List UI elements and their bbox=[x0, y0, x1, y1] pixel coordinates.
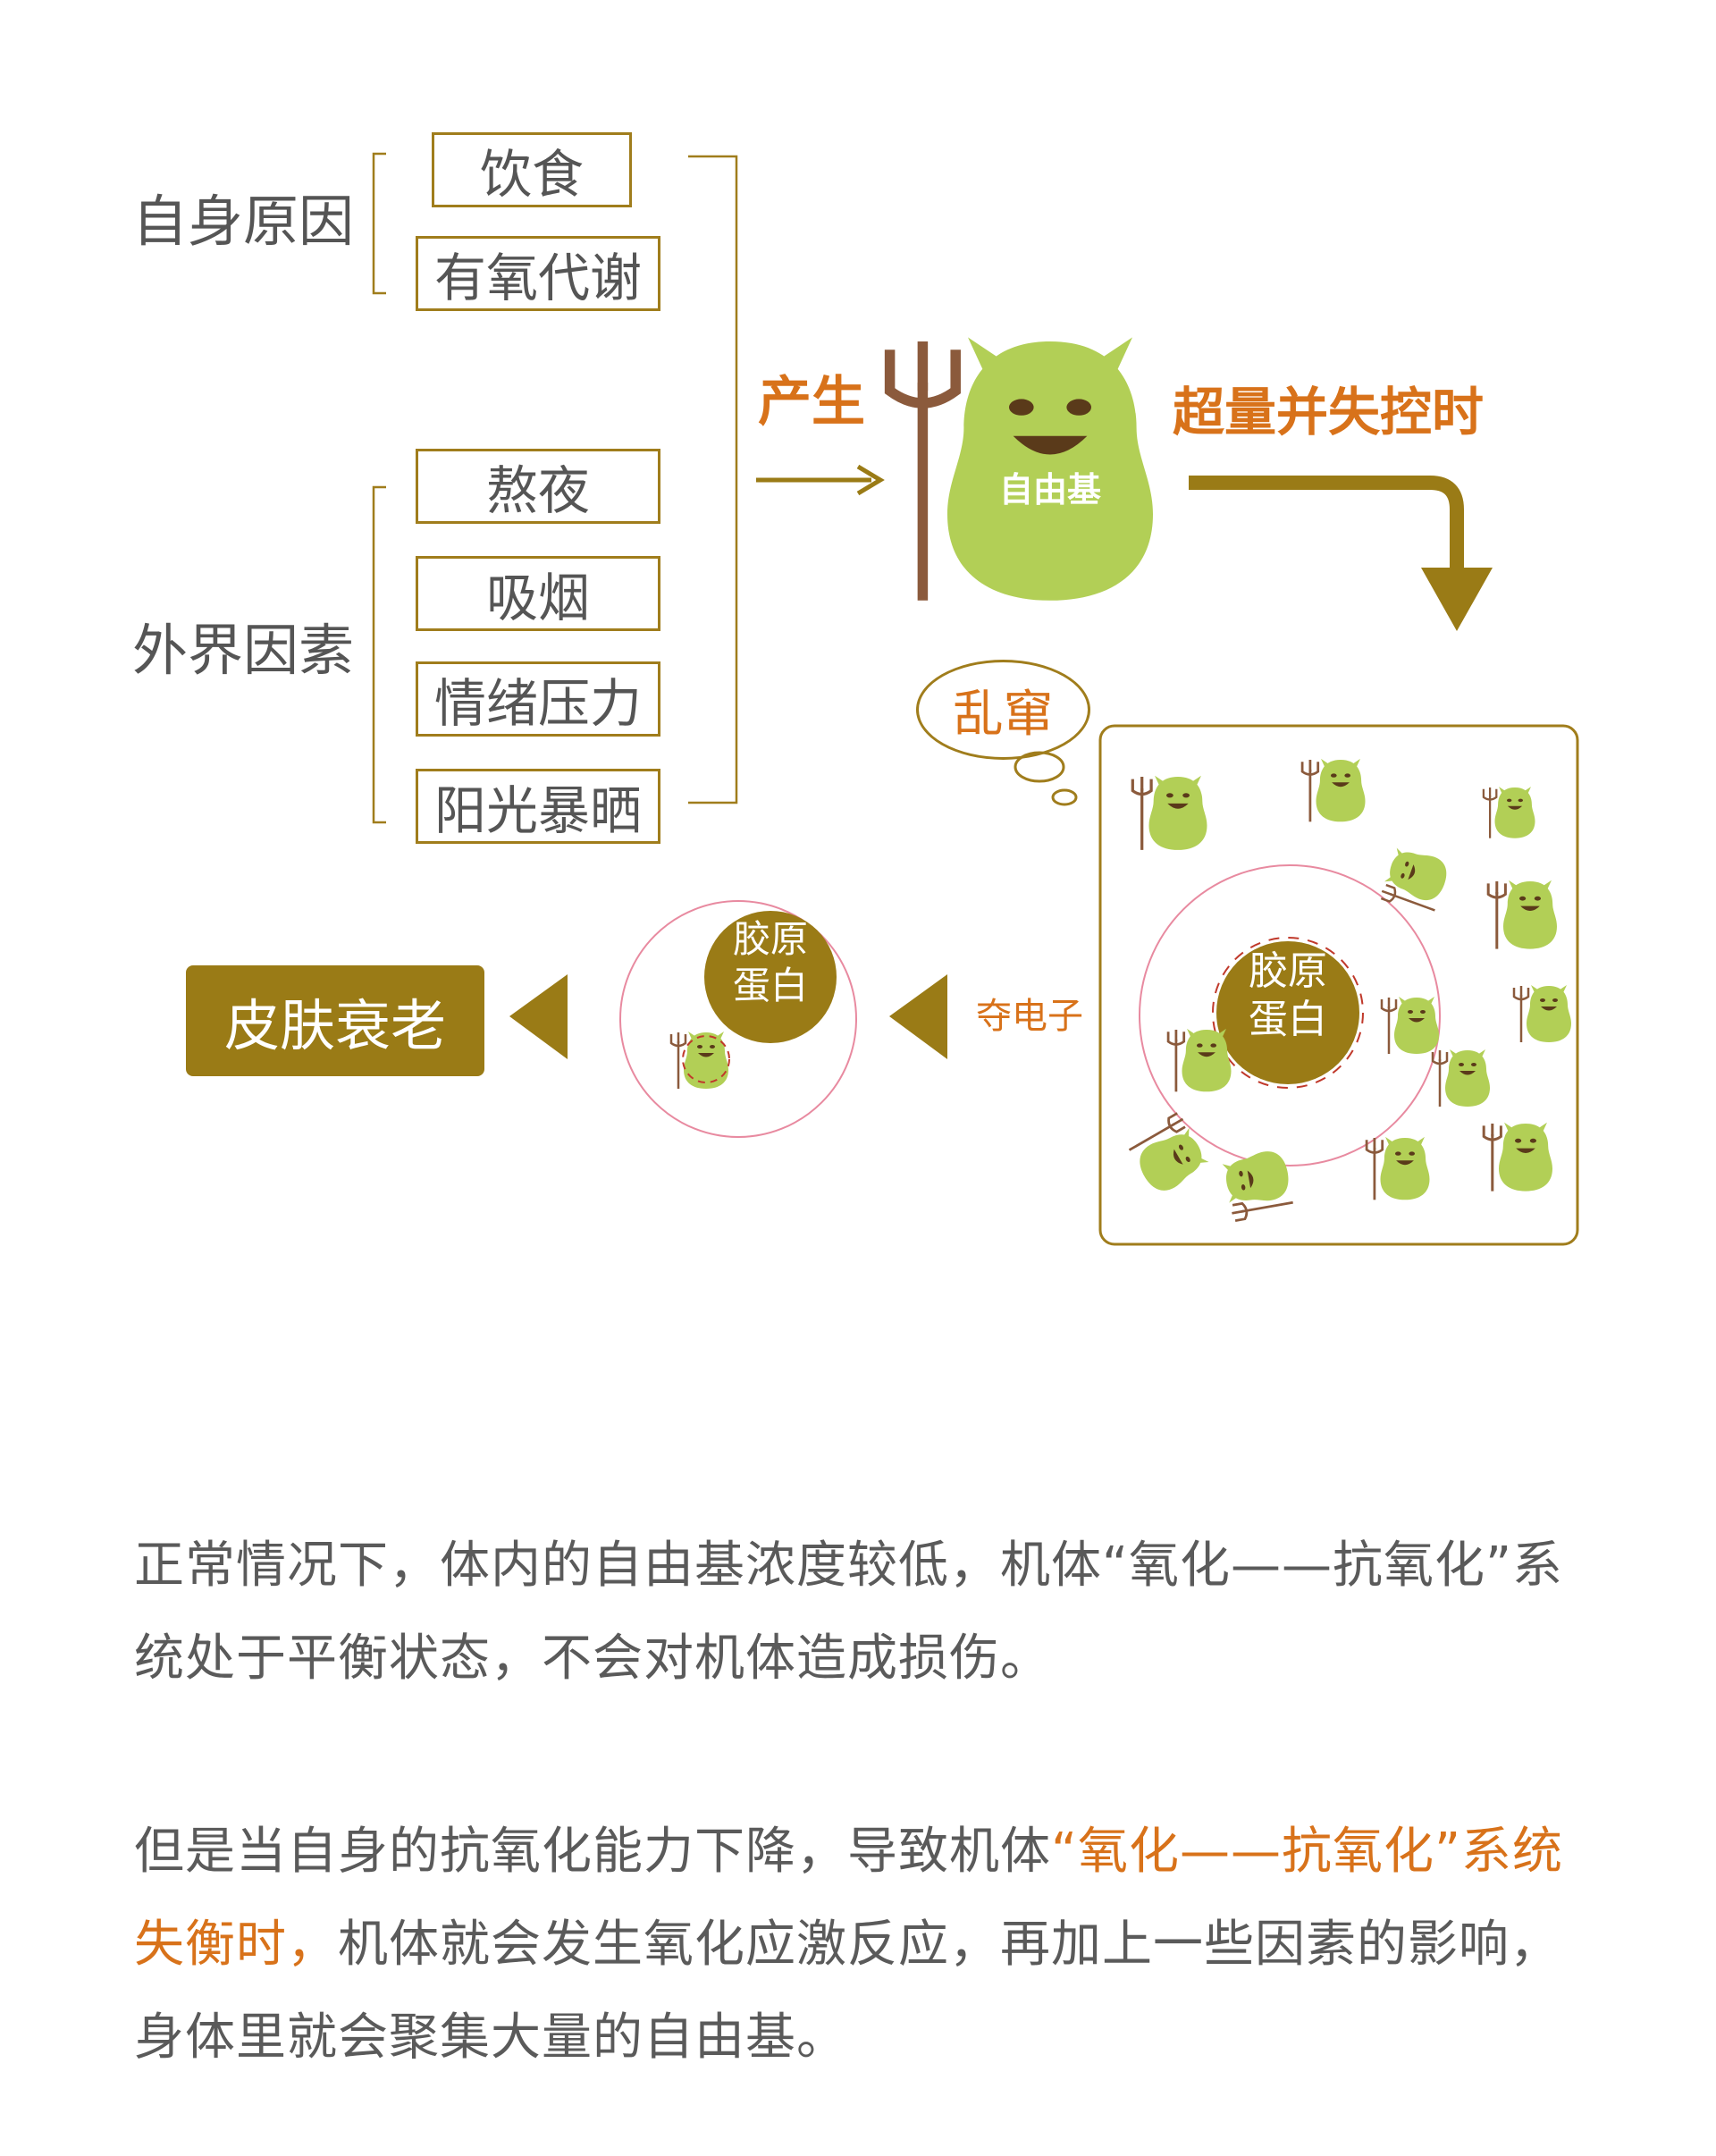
external-bracket bbox=[374, 487, 386, 822]
thought-dot-small bbox=[1053, 790, 1076, 804]
panel-collagen-line1: 胶原 bbox=[1216, 947, 1359, 996]
factor-diet: 饮食 bbox=[432, 132, 632, 207]
panel-collagen-line2: 蛋白 bbox=[1216, 996, 1359, 1044]
damaged-collagen-line1: 胶原 bbox=[708, 916, 833, 963]
steal-arrow bbox=[889, 974, 947, 1059]
factor-aerobic-metabolism: 有氧代谢 bbox=[416, 236, 660, 311]
group-internal: 自身原因 bbox=[132, 194, 354, 249]
free-radical-label: 自由基 bbox=[988, 473, 1113, 507]
chaos-label: 乱窜 bbox=[954, 674, 1054, 746]
excess-arrow bbox=[1189, 483, 1457, 572]
free-radical-devil bbox=[890, 337, 1153, 600]
attached-devil bbox=[671, 1032, 728, 1089]
thought-bubble: 乱窜 bbox=[916, 660, 1090, 760]
factor-smoking: 吸烟 bbox=[416, 556, 660, 631]
excess-label: 超量并失控时 bbox=[1173, 386, 1484, 438]
merge-bracket bbox=[688, 156, 736, 803]
steal-electron-label: 夺电子 bbox=[976, 998, 1083, 1034]
result-arrow bbox=[509, 974, 568, 1059]
damaged-collagen-line2: 蛋白 bbox=[708, 963, 833, 1009]
paragraph-normal: 正常情况下，体内的自由基浓度较低，机体“氧化——抗氧化”系统处于平衡状态，不会对… bbox=[134, 1520, 1600, 1705]
panel-collagen-label: 胶原 蛋白 bbox=[1216, 947, 1359, 1044]
factor-stay-up-late: 熬夜 bbox=[416, 449, 660, 524]
damaged-collagen-label: 胶原 蛋白 bbox=[708, 916, 833, 1009]
factor-stress: 情绪压力 bbox=[416, 661, 660, 737]
group-external: 外界因素 bbox=[132, 623, 354, 678]
result-skin-aging: 皮肤衰老 bbox=[186, 965, 484, 1076]
internal-bracket bbox=[374, 154, 386, 293]
paragraph-imbalance-part2: 机体就会发生氧化应激反应，再加上一些因素的影响，身体里就会聚集大量的自由基。 bbox=[134, 1916, 1560, 2067]
paragraph-imbalance-part1: 但是当自身的抗氧化能力下降，导致机体 bbox=[134, 1823, 1051, 1881]
paragraph-imbalance: 但是当自身的抗氧化能力下降，导致机体“氧化——抗氧化”系统失衡时，机体就会发生氧… bbox=[134, 1806, 1600, 2084]
factor-sun-exposure: 阳光暴晒 bbox=[416, 769, 660, 844]
produce-label: 产生 bbox=[758, 375, 865, 429]
